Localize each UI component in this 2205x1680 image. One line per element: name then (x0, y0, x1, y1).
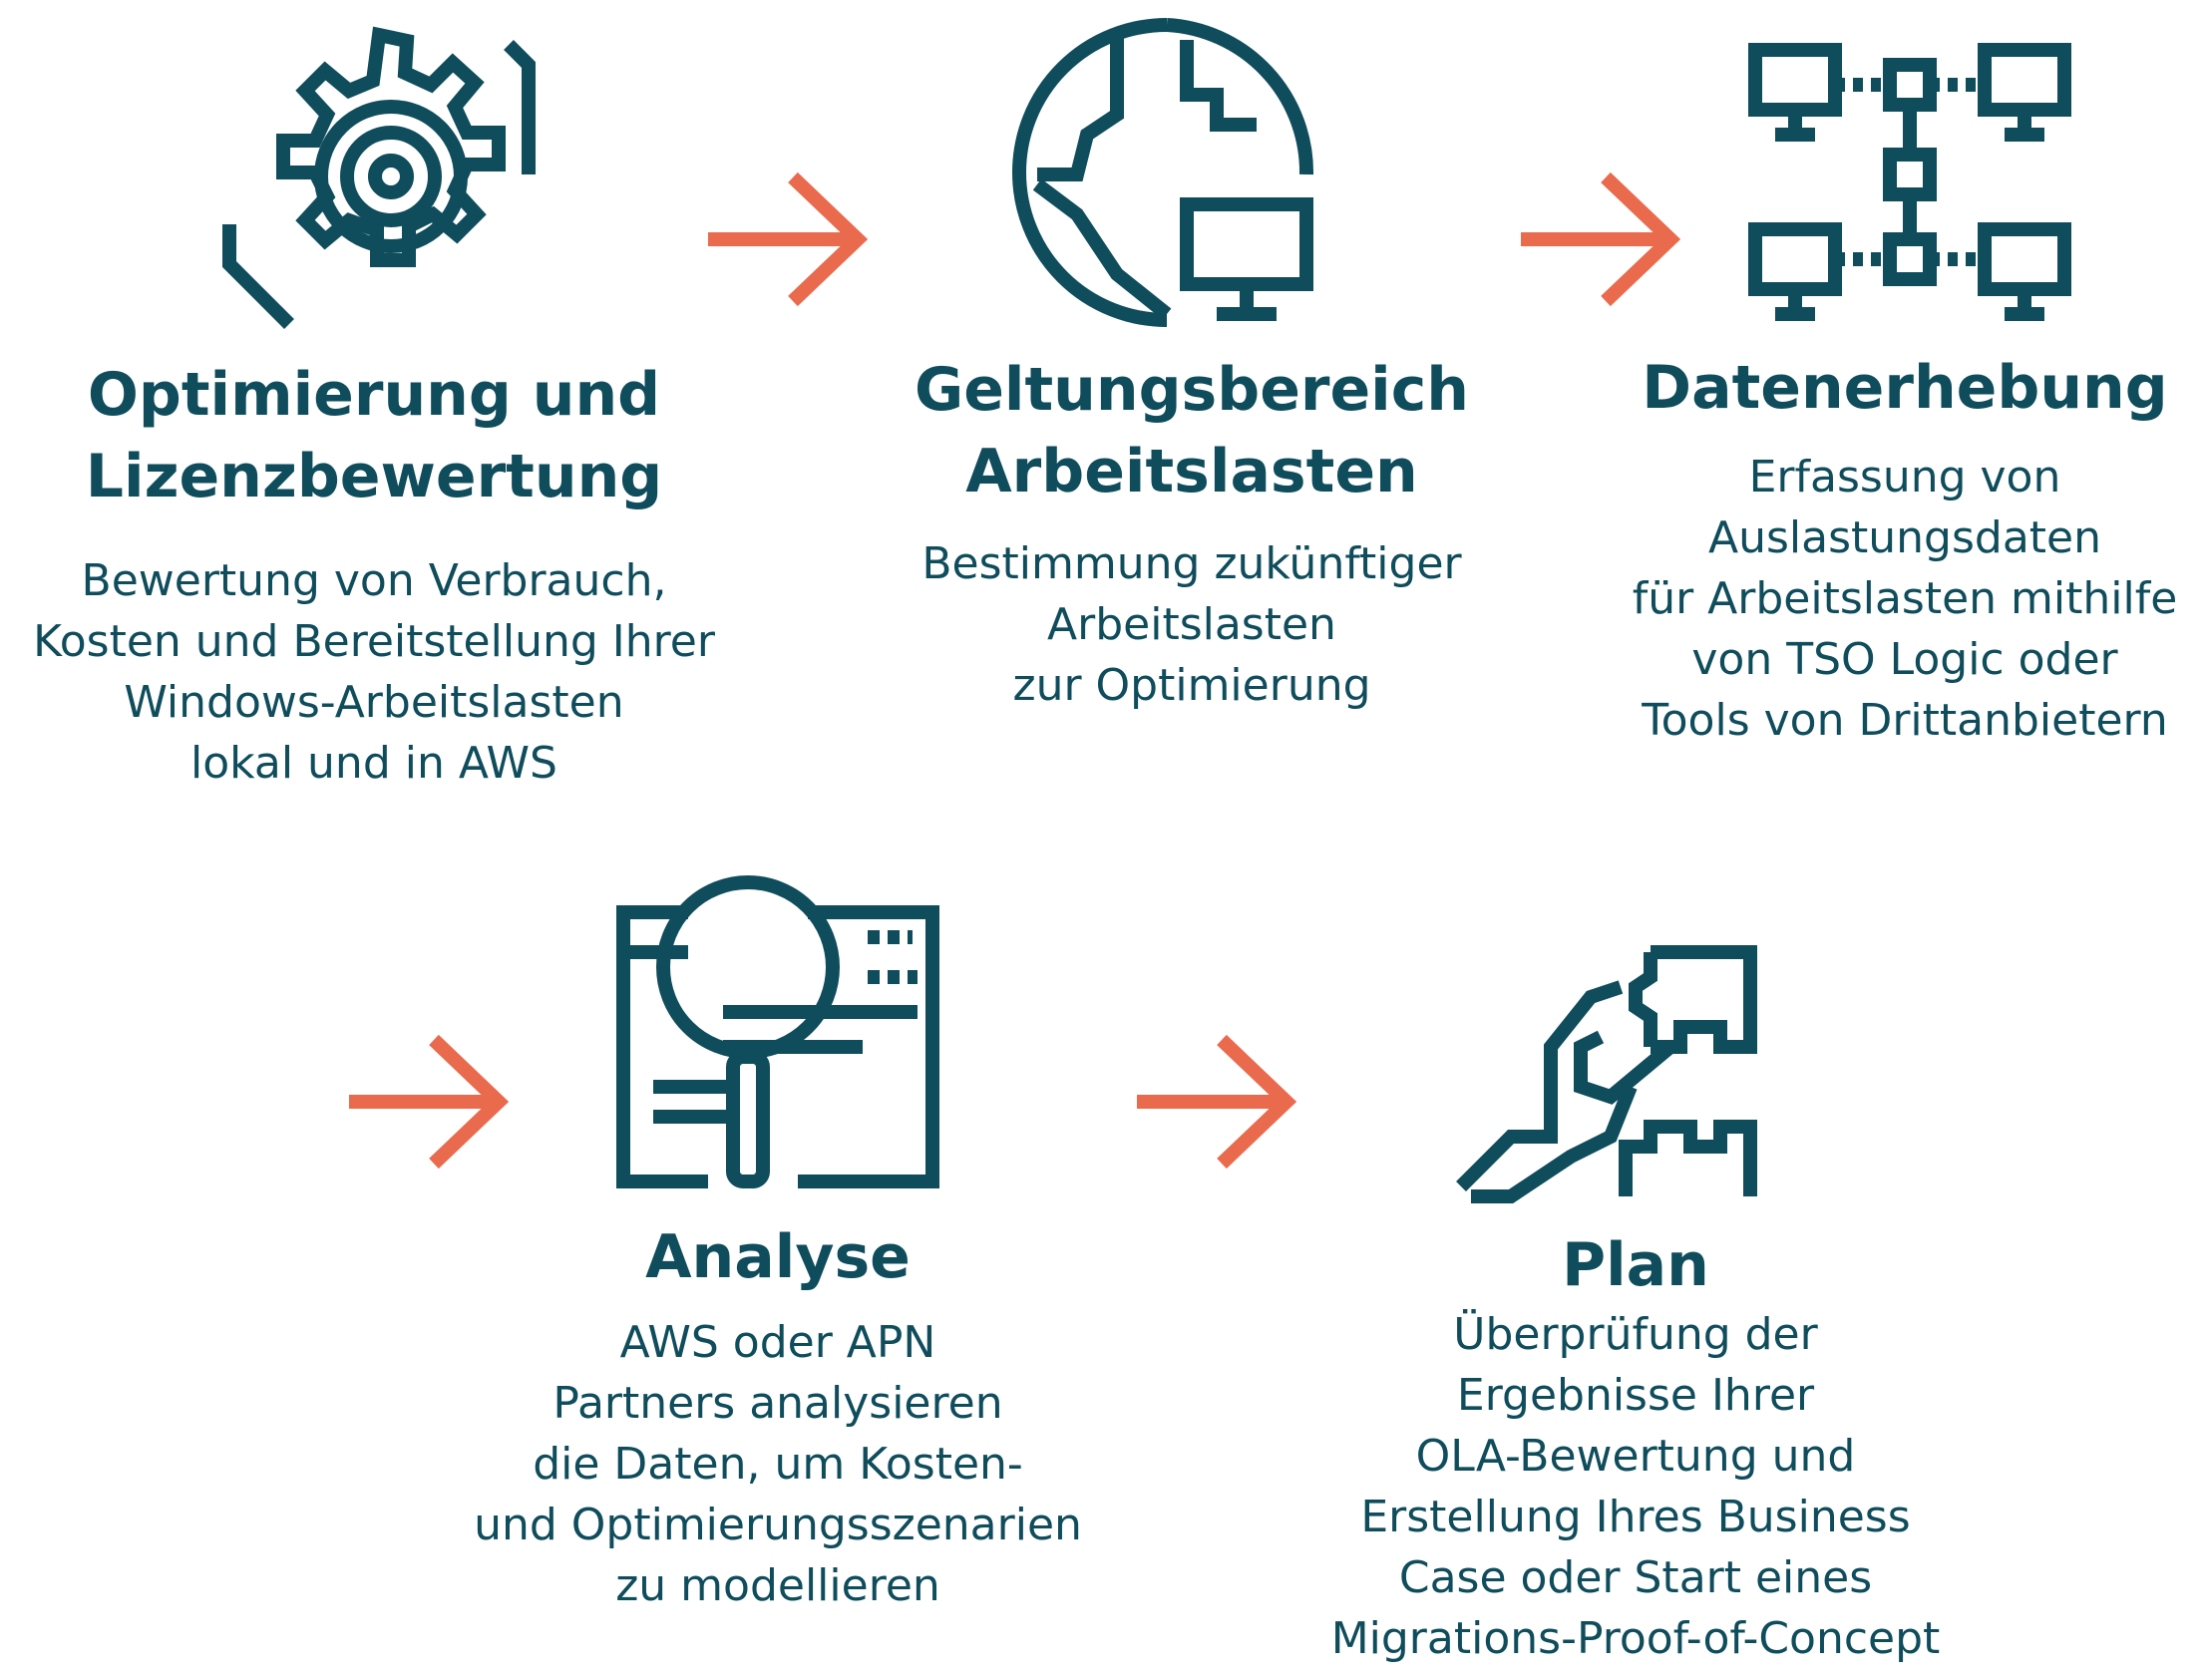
step-description-optimierung: Bewertung von Verbrauch, Kosten und Bere… (20, 550, 728, 794)
step-description-geltungsbereich: Bestimmung zukünftiger Arbeitslasten zur… (868, 533, 1516, 716)
desc-line: und Optimierungsszenarien (474, 1500, 1082, 1550)
arrow-right-icon (708, 171, 869, 307)
desc-line: Partners analysieren (552, 1378, 1003, 1429)
gear-icon (222, 26, 536, 329)
globe-monitor-icon (1012, 18, 1314, 327)
title-line: Geltungsbereich (914, 355, 1470, 425)
desc-line: OLA-Bewertung und (1415, 1431, 1856, 1482)
desc-line: die Daten, um Kosten- (533, 1439, 1023, 1490)
desc-line: für Arbeitslasten mithilfe (1632, 573, 2178, 624)
desc-line: lokal und in AWS (190, 738, 557, 789)
title-line: Analyse (645, 1222, 911, 1292)
desc-line: Erstellung Ihres Business (1360, 1492, 1911, 1542)
desc-line: Überprüfung der (1453, 1309, 1818, 1360)
document-search-icon (616, 875, 939, 1188)
arrow-right-icon (1521, 171, 1681, 307)
title-line: Plan (1562, 1230, 1709, 1300)
step-description-plan: Überprüfung der Ergebnisse Ihrer OLA-Bew… (1267, 1304, 2005, 1669)
desc-line: Windows-Arbeitslasten (124, 677, 624, 728)
step-title-plan: Plan (1267, 1224, 2005, 1306)
desc-line: zur Optimierung (1012, 660, 1371, 711)
arrow-right-icon (1137, 1034, 1297, 1170)
title-line: Lizenzbewertung (85, 442, 663, 511)
step-description-datenerhebung: Erfassung von Auslastungsdaten für Arbei… (1586, 447, 2205, 751)
network-computers-icon (1748, 43, 2071, 321)
title-line: Optimierung und (87, 360, 661, 430)
desc-line: von TSO Logic oder (1691, 634, 2118, 685)
hand-puzzle-icon (1456, 945, 1757, 1203)
desc-line: Bewertung von Verbrauch, (81, 555, 667, 606)
step-description-analyse: AWS oder APN Partners analysieren die Da… (429, 1312, 1127, 1616)
desc-line: Kosten und Bereitstellung Ihrer (33, 616, 715, 667)
desc-line: AWS oder APN (619, 1317, 936, 1368)
step-title-analyse: Analyse (429, 1216, 1127, 1298)
title-line: Datenerhebung (1642, 353, 2168, 423)
desc-line: zu modellieren (615, 1560, 940, 1611)
desc-line: Ergebnisse Ihrer (1456, 1370, 1815, 1421)
desc-line: Bestimmung zukünftiger (921, 538, 1462, 589)
desc-line: Case oder Start eines (1398, 1552, 1873, 1603)
title-line: Arbeitslasten (965, 437, 1418, 506)
desc-line: Tools von Drittanbietern (1642, 695, 2168, 746)
desc-line: Auslastungsdaten (1707, 512, 2101, 563)
desc-line: Migrations-Proof-of-Concept (1330, 1613, 1941, 1664)
step-title-datenerhebung: Datenerhebung (1586, 347, 2205, 429)
arrow-right-icon (349, 1034, 510, 1170)
step-title-geltungsbereich: Geltungsbereich Arbeitslasten (868, 349, 1516, 512)
step-title-optimierung: Optimierung und Lizenzbewertung (20, 354, 728, 517)
desc-line: Arbeitslasten (1047, 599, 1336, 650)
desc-line: Erfassung von (1748, 452, 2061, 503)
